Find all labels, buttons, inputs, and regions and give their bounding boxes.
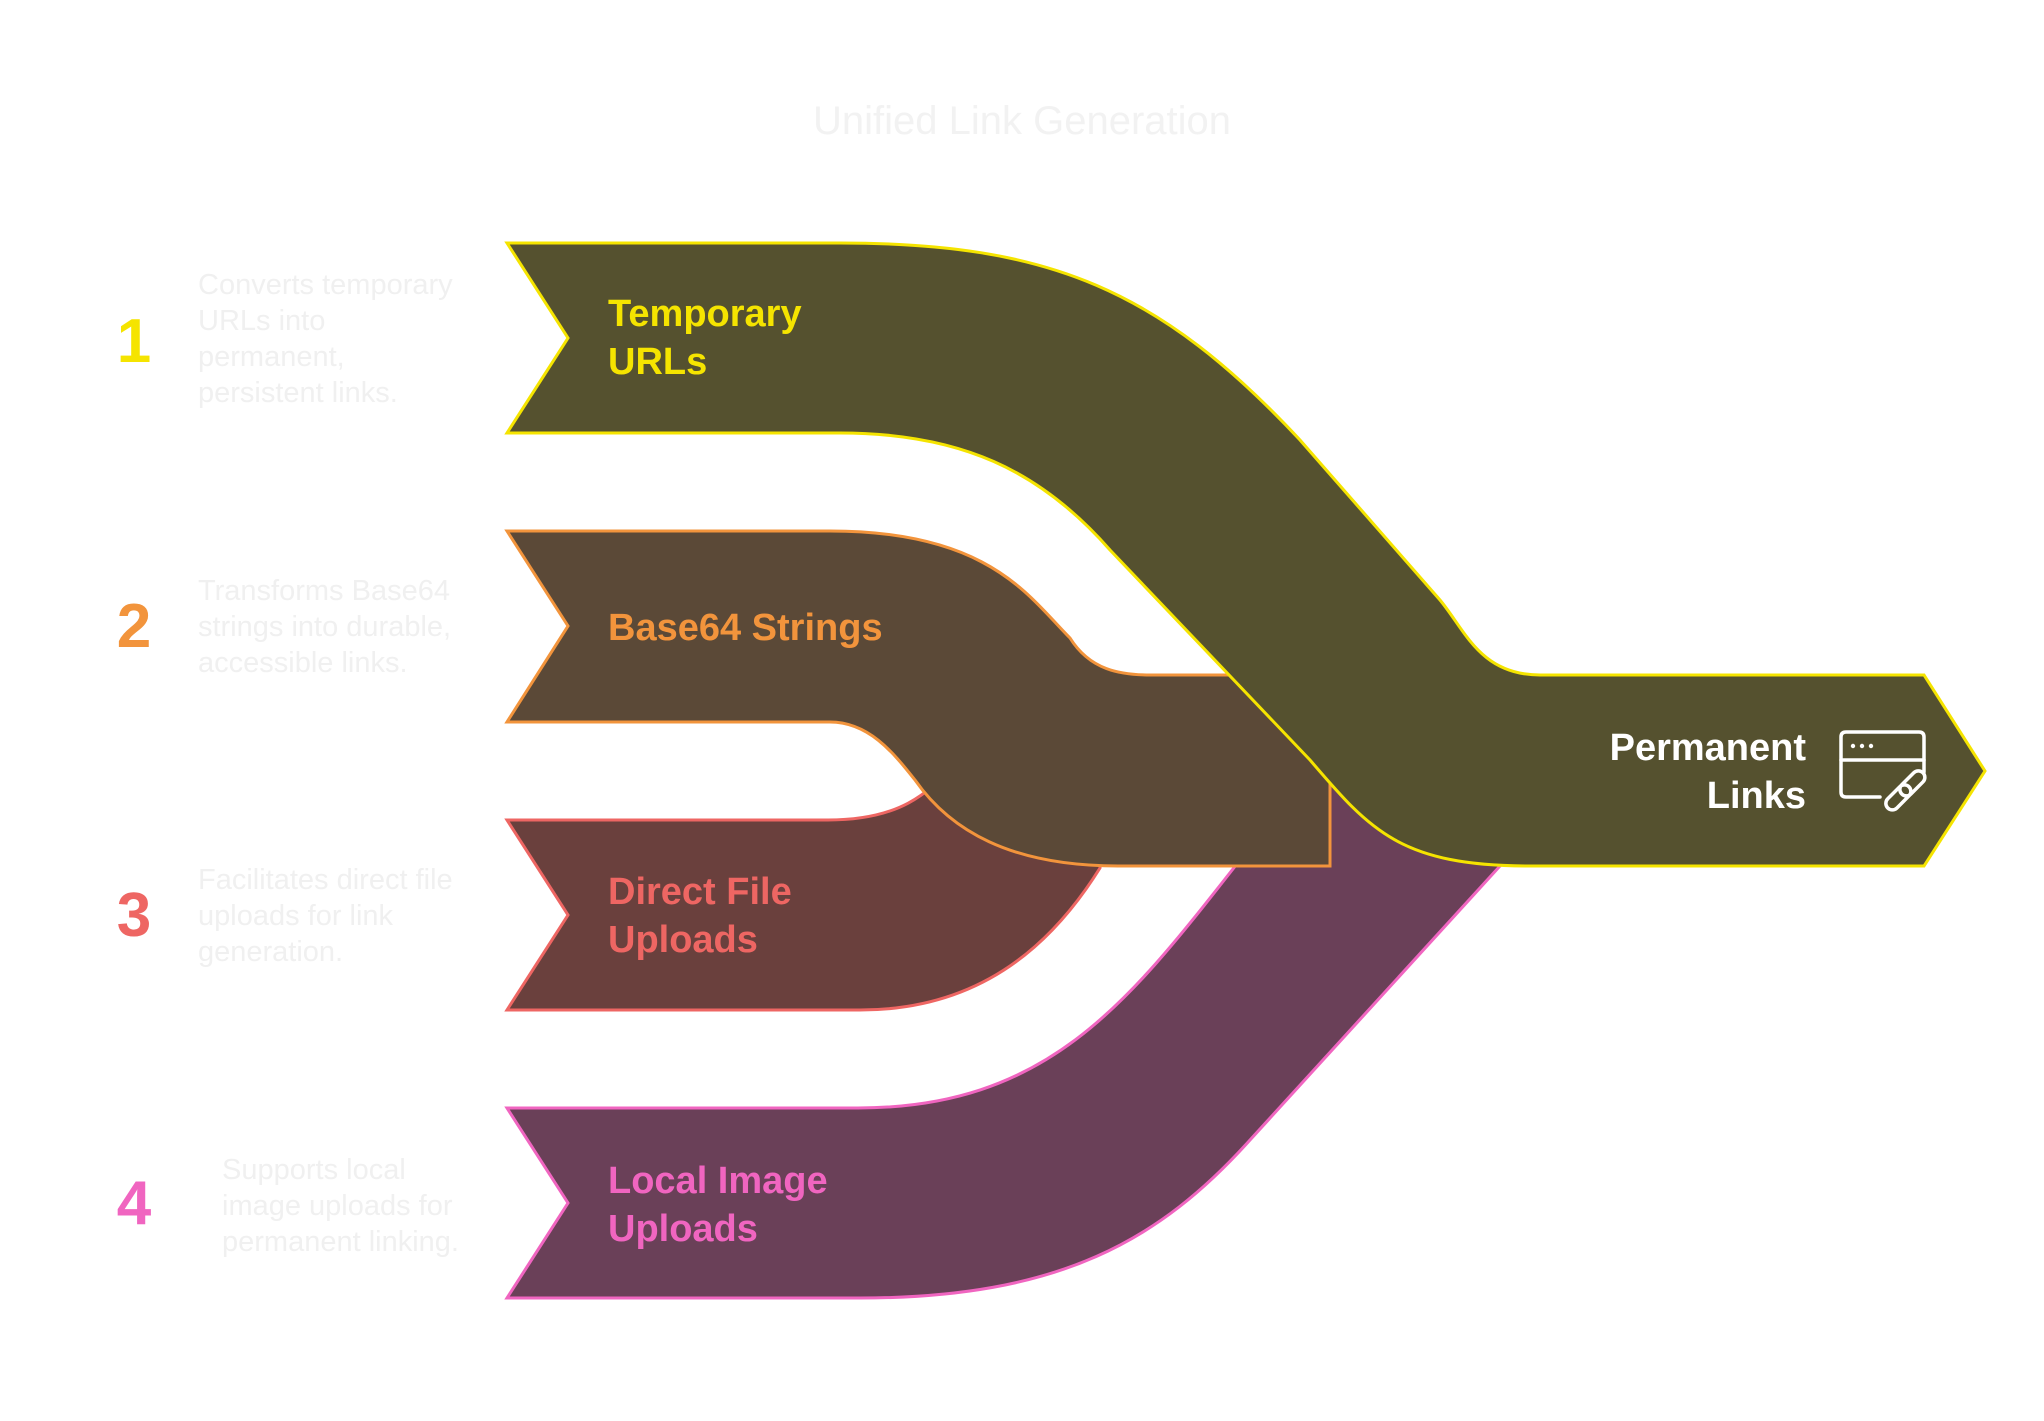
band-label-temporary-urls: Temporary URLs <box>608 293 802 383</box>
description-line: URLs into <box>198 305 325 337</box>
description-line: strings into durable, <box>198 611 451 643</box>
description-line: Transforms Base64 <box>198 575 450 607</box>
description-line: persistent links. <box>198 377 398 409</box>
band-label-local-image-uploads: Local Image Uploads <box>608 1160 828 1250</box>
step-description-4: Supports local image uploads for permane… <box>222 1154 459 1258</box>
step-description-3: Facilitates direct file uploads for link… <box>198 864 453 968</box>
step-description-2: Transforms Base64 strings into durable, … <box>198 575 451 679</box>
band-label-direct-file-uploads: Direct File Uploads <box>608 871 792 961</box>
step-number-1: 1 <box>117 307 151 376</box>
band-label-base64-strings: Base64 Strings <box>608 607 883 649</box>
step-number-4: 4 <box>117 1169 152 1238</box>
step-description-1: Converts temporary URLs into permanent, … <box>198 269 453 409</box>
step-number-2: 2 <box>117 592 151 661</box>
band-label-line: Base64 Strings <box>608 607 883 649</box>
band-label-line: URLs <box>608 341 707 383</box>
output-label-line: Links <box>1707 775 1806 817</box>
band-label-line: Direct File <box>608 871 792 913</box>
description-line: generation. <box>198 936 343 968</box>
description-line: permanent linking. <box>222 1226 459 1258</box>
flow-band-temporary-urls <box>504 241 1987 868</box>
description-line: image uploads for <box>222 1190 453 1222</box>
output-label-line: Permanent <box>1610 727 1807 769</box>
description-line: uploads for link <box>198 900 394 932</box>
description-line: permanent, <box>198 341 345 373</box>
band-label-line: Temporary <box>608 293 802 335</box>
description-line: accessible links. <box>198 647 408 679</box>
step-number-3: 3 <box>117 881 151 950</box>
output-label-permanent-links: Permanent Links <box>1610 727 1807 817</box>
band-label-line: Local Image <box>608 1160 828 1202</box>
browser-link-icon <box>1839 730 1927 812</box>
band-label-line: Uploads <box>608 1208 758 1250</box>
flow-band-base64-strings <box>504 529 1332 868</box>
description-line: Facilitates direct file <box>198 864 453 896</box>
description-line: Converts temporary <box>198 269 453 301</box>
band-label-line: Uploads <box>608 919 758 961</box>
diagram-title: Unified Link Generation <box>813 99 1231 143</box>
description-line: Supports local <box>222 1154 406 1186</box>
